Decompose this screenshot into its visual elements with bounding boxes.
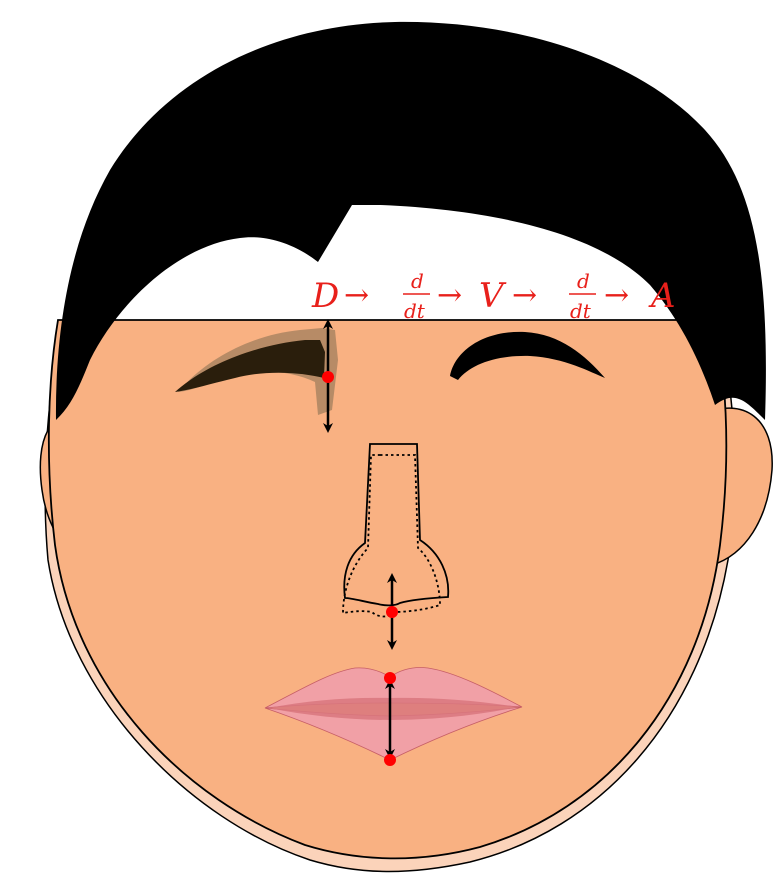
formula-arrow-1: →: [344, 278, 369, 313]
formula-frac2-num: d: [577, 269, 590, 293]
eyebrow-marker: [322, 371, 334, 383]
formula-frac1-den: dt: [404, 299, 426, 323]
face: [49, 320, 726, 858]
formula-frac1-num: d: [411, 269, 424, 293]
formula-arrow-3: →: [512, 278, 537, 313]
nose-marker: [386, 606, 398, 618]
formula-arrow-4: →: [604, 278, 629, 313]
formula-arrow-2: →: [437, 278, 462, 313]
lower-lip-marker: [384, 754, 396, 766]
upper-lip-marker: [384, 672, 396, 684]
formula-acceleration: A: [648, 276, 676, 316]
formula-frac2-den: dt: [570, 299, 592, 323]
formula-velocity: V: [479, 276, 507, 316]
derivative-formula: D → d dt → V → d dt → A: [311, 269, 676, 323]
formula-displacement: D: [311, 276, 339, 316]
